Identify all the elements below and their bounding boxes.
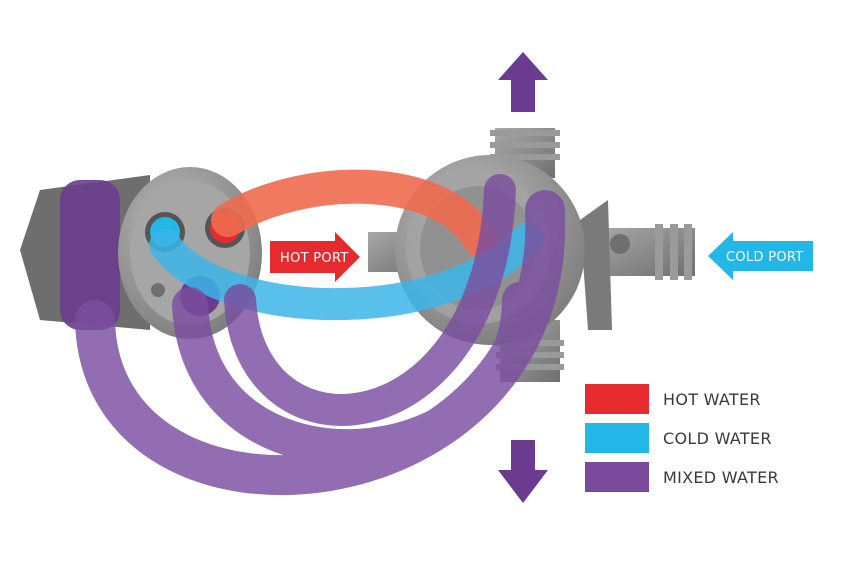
arrow-right-icon [270,232,360,282]
hot-port-label: HOT PORT [280,251,349,266]
legend-label-mixed: MIXED WATER [663,467,779,487]
legend-swatch-hot [585,384,649,414]
legend-item-hot: HOT WATER [585,384,761,414]
legend-swatch-mixed [585,462,649,492]
mixed-flow-paths [75,174,566,496]
cold-port-label: COLD PORT [726,250,804,265]
legend-item-mixed: MIXED WATER [585,462,779,492]
arrow-up-icon [498,52,548,112]
hot-flow-path [211,169,497,257]
hot-port-arrow: HOT PORT [270,232,360,282]
arrow-down-icon [498,440,548,503]
legend-label-hot: HOT WATER [663,389,761,409]
cold-port-arrow: COLD PORT [708,232,813,280]
cartridge-seal [60,180,120,330]
arrow-left-icon [708,232,813,280]
legend-item-cold: COLD WATER [585,423,772,453]
legend-swatch-cold [585,423,649,453]
legend-label-cold: COLD WATER [663,428,772,448]
